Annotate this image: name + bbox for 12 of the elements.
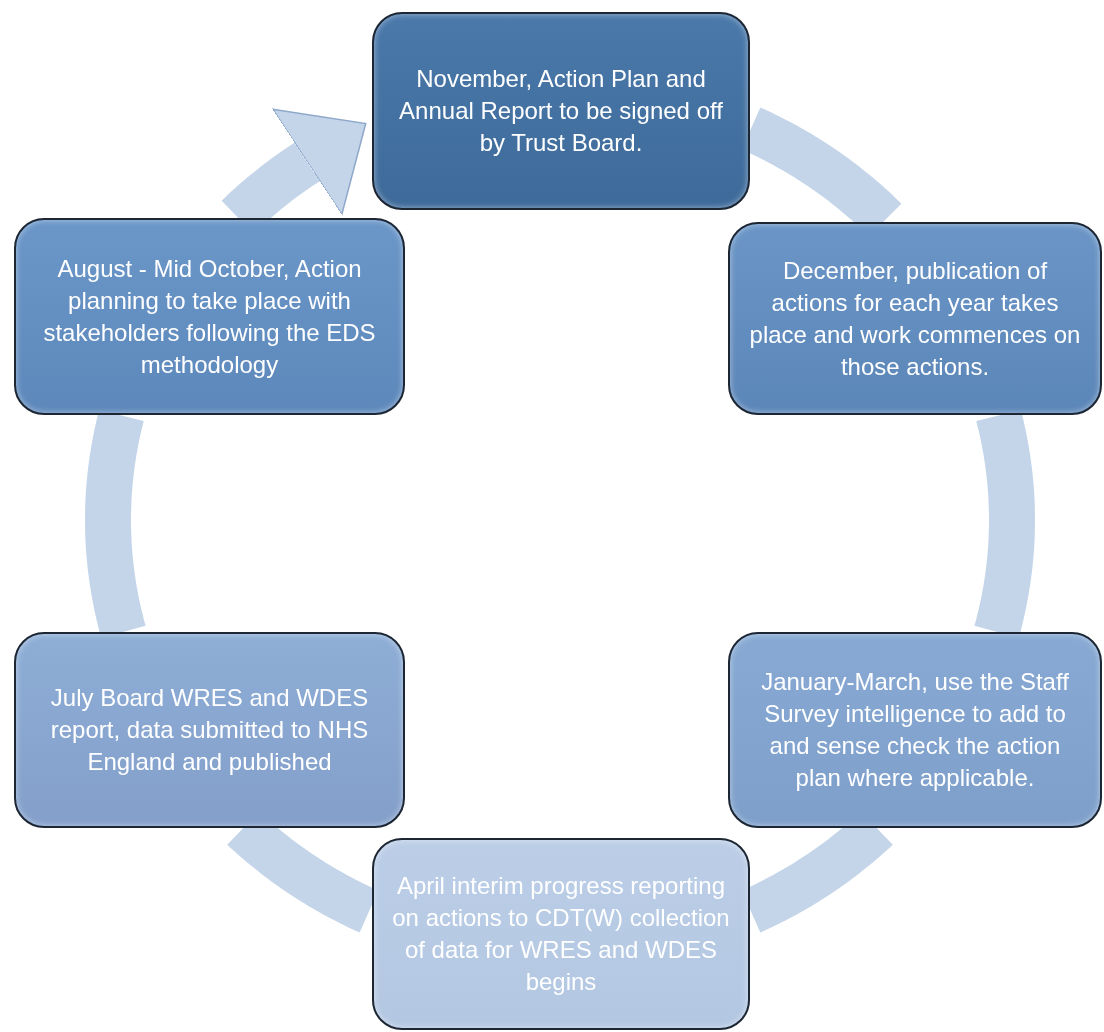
process-box — [372, 12, 750, 210]
box-text: December, publication of actions for each year takes place and work commences on those actions. — [748, 255, 1082, 382]
box-text: July Board WRES and WDES report, data submitted to NHS England and published — [49, 683, 370, 777]
box-text: January-March, use the Staff Survey intelligence to add to and sense check the action plan where applicable. — [760, 667, 1070, 793]
process-box — [14, 218, 405, 415]
process-box — [728, 222, 1102, 415]
process-box — [728, 632, 1102, 828]
process-box — [14, 632, 405, 828]
box-text: April interim progress reporting on actions to CDT(W) collection of data for WRES and WDES begins — [391, 871, 731, 997]
box-text: August - Mid October, Action planning to take place with stakeholders following the EDS methodology — [42, 253, 377, 380]
box-text: November, Action Plan and Annual Report to be signed off by Trust Board. — [398, 64, 724, 158]
process-box — [372, 838, 750, 1030]
